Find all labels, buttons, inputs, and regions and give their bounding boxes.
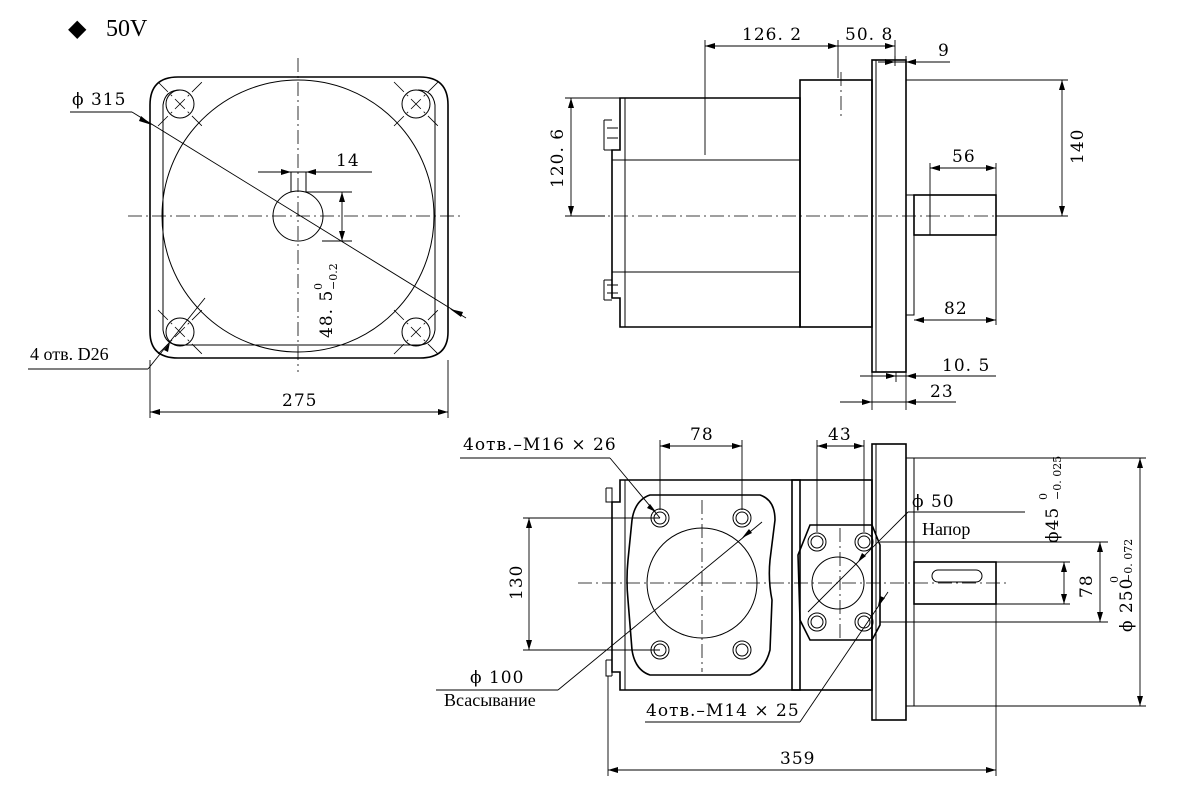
side-view: 126. 2 50. 8 9 120. 6 140 56 [548, 25, 1088, 410]
side-pump-body [611, 97, 801, 328]
dim-140: 140 [1068, 129, 1088, 164]
dim-23: 23 [930, 382, 954, 402]
dim-phi-45: ϕ45 [1043, 507, 1063, 543]
dim-phi-315: ϕ 315 [72, 90, 126, 110]
suction-bolt-holes [650, 508, 752, 660]
tol-phi-45-lower: −0. 025 [1051, 456, 1064, 500]
tol-phi-250-upper: 0 [1108, 576, 1121, 583]
dim-14: 14 [336, 151, 360, 171]
label-4-holes-d26: 4 отв. D26 [30, 344, 109, 364]
side-shaft [913, 194, 997, 236]
dim-phi-100: ϕ 100 [470, 668, 524, 688]
top-cover-block [791, 479, 873, 691]
dim-9: 9 [938, 41, 950, 61]
pressure-bolt-holes [807, 532, 874, 632]
dim-275: 275 [282, 391, 317, 411]
tol-phi-250-lower: −0. 072 [1122, 539, 1135, 583]
pressure-flange [797, 524, 881, 641]
side-cover-block [799, 79, 873, 328]
dim-126-2: 126. 2 [742, 25, 802, 45]
header-bullet: ◆ [68, 16, 87, 42]
dim-48-5: 48. 5 [317, 290, 337, 338]
dim-10-5: 10. 5 [942, 356, 990, 376]
dim-130: 130 [507, 565, 527, 600]
dim-78-top: 78 [690, 425, 714, 445]
dim-78-right: 78 [1077, 574, 1097, 598]
dim-phi-250: ϕ 250 [1117, 578, 1137, 632]
front-bolt-holes [157, 81, 439, 355]
top-flange [871, 443, 907, 721]
label-vsasyvanie: Всасывание [444, 690, 536, 710]
label-napor: Напор [922, 519, 970, 539]
tol-phi-45-upper: 0 [1037, 493, 1050, 500]
label-m14: 4отв.–М14 × 25 [646, 701, 800, 721]
tol-48-lower: −0.2 [327, 263, 340, 290]
suction-flange [626, 494, 776, 676]
dim-359: 359 [780, 749, 815, 769]
dim-phi-50: ϕ 50 [912, 492, 955, 512]
front-flange-inner [162, 89, 436, 346]
dim-43: 43 [828, 425, 852, 445]
header-title: 50V [106, 16, 148, 42]
dim-56: 56 [952, 147, 976, 167]
side-shaft-boss [905, 194, 915, 316]
dim-82: 82 [944, 299, 968, 319]
top-view: 4отв.–М16 × 26 78 43 ϕ 50 Напор ϕ45 0 −0… [436, 425, 1146, 776]
front-keyway [290, 171, 307, 192]
label-m16: 4отв.–М16 × 26 [463, 435, 617, 455]
front-view: ϕ 315 14 48. 5 0 −0.2 4 отв. D26 275 [28, 58, 467, 418]
dim-120-6: 120. 6 [548, 128, 568, 188]
front-flange-outline [149, 76, 449, 359]
top-pump-body [611, 479, 801, 691]
tol-48-upper: 0 [312, 283, 325, 290]
dim-50-8: 50. 8 [845, 25, 893, 45]
